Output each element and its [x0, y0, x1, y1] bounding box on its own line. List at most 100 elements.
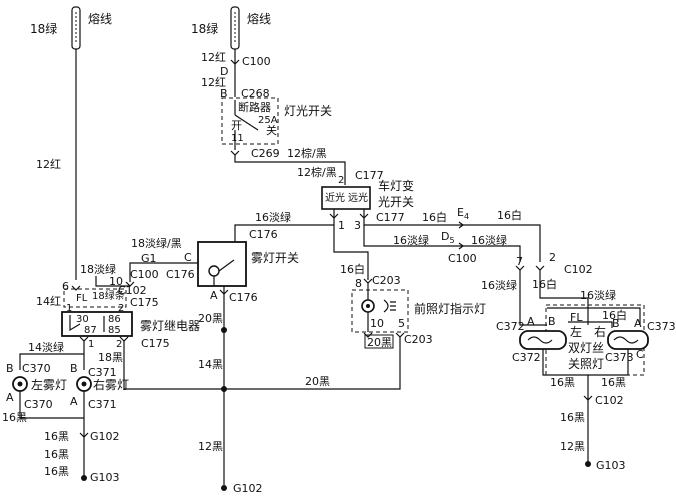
beam-conn-out: C177 [376, 211, 405, 224]
fog-g102-mark [79, 432, 89, 438]
beam-label-2: 光开关 [378, 195, 414, 209]
indicator-box [351, 289, 409, 333]
main-ground-g102: G102 [233, 482, 263, 495]
right-e4-wire: 16白 [497, 208, 522, 222]
breaker-rating: 25A [258, 115, 278, 126]
right-d5-sub: 5 [449, 236, 454, 245]
fog-switch-box [197, 241, 247, 287]
right-g103-dot [585, 461, 591, 467]
fog-g103-dot [81, 475, 87, 481]
right-g103: G103 [596, 459, 626, 472]
relay-pin-top-right: 2 [118, 303, 124, 314]
left-dual-lamp-filament [527, 336, 553, 344]
relay-top-wire [95, 276, 130, 287]
fog-wire-feed: 14淡绿 [28, 340, 64, 354]
g1-pin2: 10 [109, 275, 123, 288]
relay-conn-mid: C175 [130, 296, 159, 309]
right-conn-l: C372 [496, 320, 525, 333]
indicator-pin10: 10 [370, 317, 384, 330]
relay-30: 30 [76, 314, 89, 325]
right-e4-pin: E [457, 206, 464, 219]
indicator-label: 前照灯指示灯 [414, 301, 486, 316]
right-conn-r: C373 [647, 320, 676, 333]
breaker-contact [234, 100, 259, 150]
right-pin-c: C [636, 348, 644, 361]
right-e4-sub: 4 [464, 212, 469, 221]
right-c100: C100 [448, 252, 477, 265]
relay-box [61, 311, 133, 337]
relay-pin6: 6 [62, 280, 69, 293]
fog-pin-b2: B [70, 362, 78, 375]
breaker-pin: 11 [231, 133, 244, 144]
indicator-wire-out: 20黑 [367, 336, 392, 349]
beam-high: 远光 [348, 191, 368, 204]
left-dual-lamp [519, 330, 567, 350]
fog-switch-label: 雾灯开关 [251, 251, 299, 265]
fog-wire-ground: 20黑 [198, 312, 223, 325]
right-gnd3: 16黑 [560, 411, 585, 424]
breaker-label: 断路器 [238, 100, 271, 114]
right-top-box-wire [547, 307, 641, 325]
fog-pin-c: C [184, 251, 192, 264]
relay-fl: FL [76, 293, 88, 304]
beam-to-right-white-wire [363, 218, 541, 262]
right-d5-pin: D [441, 230, 449, 243]
right-name-2: 关照灯 [568, 357, 604, 371]
right-e4: E4 [457, 206, 469, 221]
mid-fuse-name: 熔线 [247, 11, 271, 26]
beam-pin-in: 2 [338, 175, 344, 186]
indicator-conn-out: C203 [404, 333, 433, 346]
c269-connector-mark [230, 150, 240, 156]
relay-top-box [63, 288, 127, 308]
e4-connector-mark [458, 221, 464, 229]
right-fl-wire [568, 321, 613, 328]
breaker-to-beam-wire [234, 155, 346, 185]
relay-85: 85 [108, 325, 121, 336]
beam-label-1: 车灯变 [378, 178, 414, 193]
fog-switch-contact [213, 259, 235, 286]
relay-pin-bot2: 2 [116, 339, 122, 350]
mid-feed-pin-d: D [220, 65, 228, 78]
indicator-lamp-center [366, 304, 370, 308]
relay-87: 87 [84, 325, 97, 336]
relay-c102-mark [71, 285, 81, 291]
right-gnd1: 16黑 [550, 376, 575, 389]
left-feed-wire-label: 12红 [36, 158, 61, 171]
fog-conn-bottom: C176 [229, 291, 258, 304]
fog-pin-b1: B [6, 362, 14, 375]
right-conn-l2: C372 [512, 351, 541, 364]
beam-conn: C177 [355, 169, 384, 182]
light-switch-box [221, 97, 279, 145]
g1-conn2: C100 [130, 268, 159, 281]
right-pin-b-r: B [612, 317, 620, 330]
right-pin-b-l: B [548, 315, 556, 328]
right-fl-white: 16白 [602, 308, 627, 322]
c177-connector-mark [329, 213, 369, 219]
right-wire-mid2: 16淡绿 [471, 233, 507, 247]
right-gnd-c102: C102 [595, 394, 624, 407]
indicator-wire-out-frame [364, 334, 394, 349]
breaker-wire-out: 12棕/黑 [287, 146, 327, 160]
right-wire-left-drop: 16淡绿 [481, 278, 517, 292]
breaker-pos-close: 关 [266, 123, 277, 137]
fog-gnd4: 16黑 [44, 465, 69, 478]
right-c102: C102 [564, 263, 593, 276]
right-fog-label: 右雾灯 [93, 377, 129, 392]
indicator-pin5: 5 [398, 317, 405, 330]
right-left-text: 左 [570, 324, 582, 339]
relay-ground-wire [123, 341, 224, 390]
indicator-conn-top: C203 [372, 274, 401, 287]
right-wire-top-box: 16淡绿 [580, 288, 616, 302]
fog-pin-a1: A [6, 391, 14, 404]
right-wire-top-white: 16白 [422, 210, 447, 224]
right-right-text: 右 [594, 324, 606, 339]
beam-pin3: 3 [354, 219, 361, 232]
light-switch-label: 灯光开关 [284, 104, 332, 118]
mid-fuse-wire-label: 18绿 [191, 21, 218, 36]
indicator-wire-in: 16白 [340, 262, 365, 276]
fog-pin-a: A [210, 289, 218, 302]
breaker-conn-out: C269 [251, 147, 280, 160]
right-name-1: 双灯丝 [568, 341, 604, 355]
